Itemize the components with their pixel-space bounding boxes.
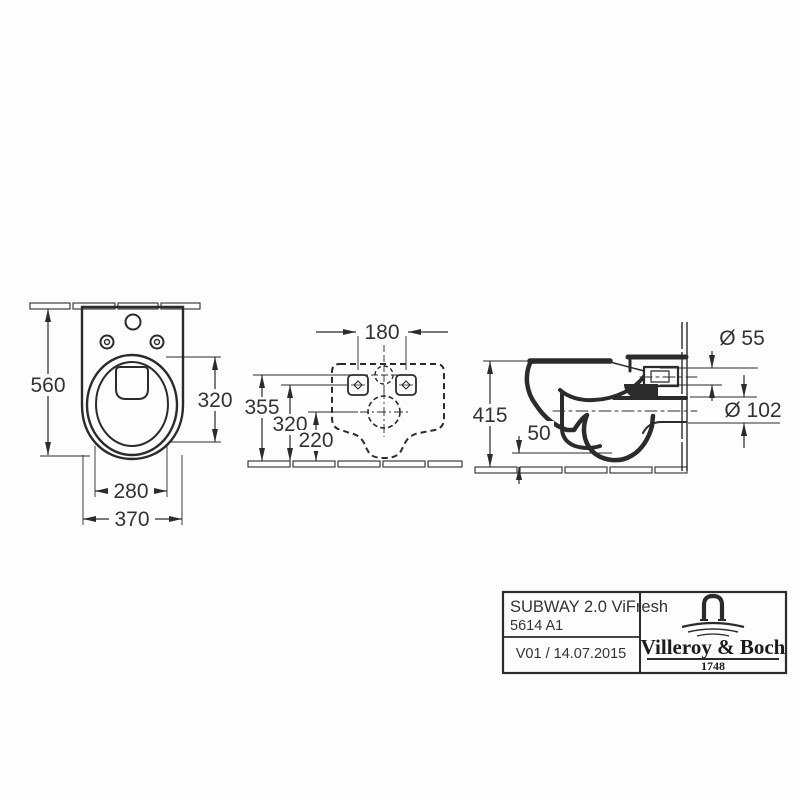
dim-bowl-width-label: 280 <box>113 480 148 503</box>
brand-name: Villeroy & Boch <box>641 635 786 659</box>
mounting-outline-dashed <box>331 363 445 459</box>
article-number: 5614 A1 <box>510 618 563 634</box>
dim-inlet-diameter-label: Ø 55 <box>719 327 765 350</box>
inlet-block <box>624 384 658 397</box>
drain-circle <box>360 390 409 437</box>
dim-clearance-label: 50 <box>527 422 550 445</box>
toilet-body-outline <box>80 305 185 461</box>
brand-year: 1748 <box>701 659 725 673</box>
fixing-hole-right <box>149 334 165 350</box>
toilet-side-profile <box>524 354 698 463</box>
brand-logo: Villeroy & Boch 1748 <box>641 593 786 673</box>
ripple-lines-icon <box>681 621 745 637</box>
dim-width-label: 370 <box>114 508 149 531</box>
flush-insert <box>115 366 149 400</box>
top-view: 560 320 280 370 <box>25 302 238 531</box>
dim-depth-label: 560 <box>30 374 65 397</box>
dim-inlet-height-label: 355 <box>244 396 279 419</box>
dim-hole-spacing-label: 180 <box>364 321 399 344</box>
outlet-pipe-bottom <box>642 421 687 434</box>
floor-line <box>247 460 463 468</box>
rear-view: 180 355 320 220 <box>240 321 463 468</box>
dim-outlet-diameter-label: Ø 102 <box>724 399 781 422</box>
product-name: SUBWAY 2.0 ViFresh <box>510 598 668 616</box>
dim-rim-height-label: 415 <box>472 404 507 427</box>
floor-line <box>474 466 688 474</box>
title-block: SUBWAY 2.0 ViFresh 5614 A1 V01 / 14.07.2… <box>501 590 788 675</box>
dimension-lines-side-view <box>483 351 780 484</box>
water-inlet-hole <box>124 313 142 331</box>
fixing-hole-right <box>395 374 417 396</box>
bowl-inner-rim <box>95 361 169 447</box>
fixing-hole-left <box>347 374 369 396</box>
version-date: V01 / 14.07.2015 <box>516 646 626 662</box>
side-view: 415 50 Ø 55 Ø 102 <box>467 322 782 484</box>
fixing-hole-left <box>99 334 115 350</box>
dim-bowl-length-label: 320 <box>197 389 232 412</box>
bowl-outer-rim <box>85 353 179 457</box>
arch-icon <box>700 593 726 621</box>
dimension-lines-rear-view <box>253 329 448 461</box>
dim-outlet-height-label: 220 <box>298 429 333 452</box>
water-inlet-circle <box>371 345 398 392</box>
